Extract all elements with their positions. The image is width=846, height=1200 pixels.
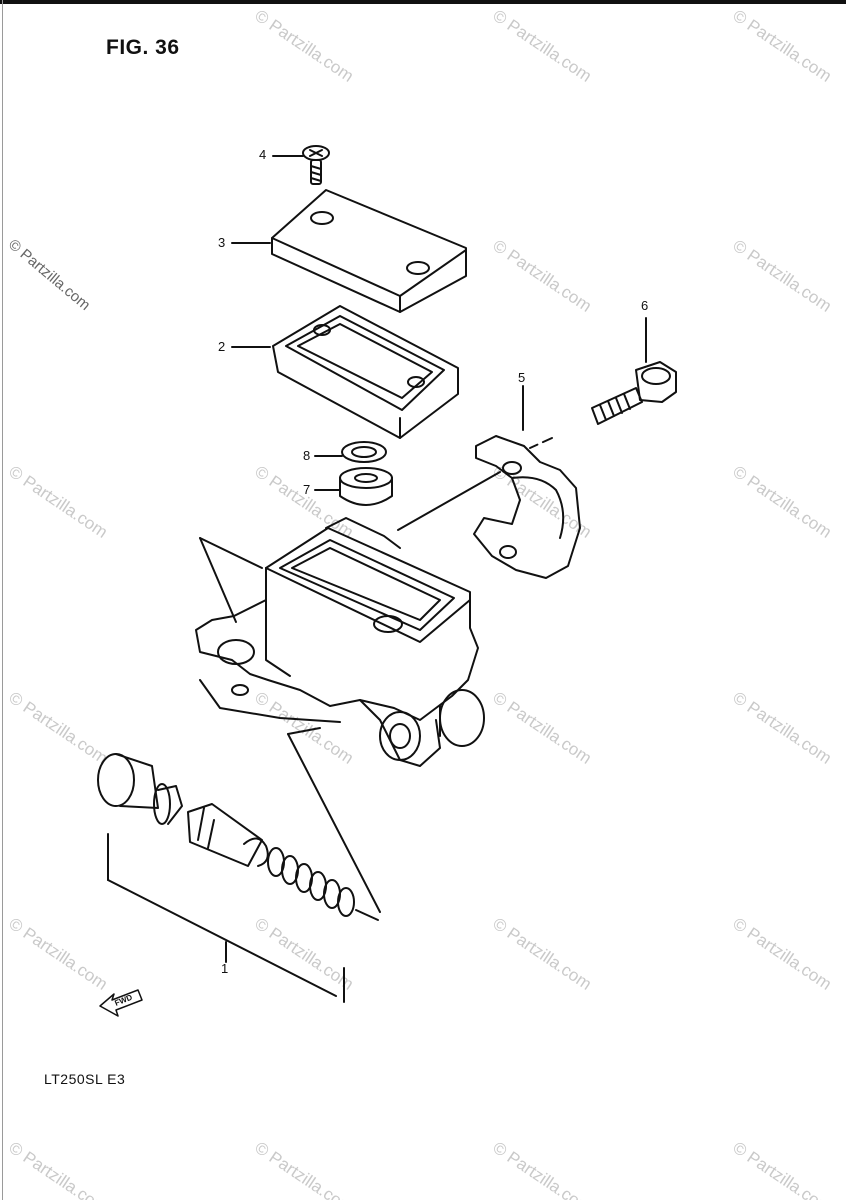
leader-line: [397, 471, 501, 531]
callout-8: 8: [303, 448, 311, 463]
leader-line: [529, 437, 553, 449]
top-border: [0, 0, 846, 4]
grommet-part-7: [339, 467, 393, 506]
left-scan-edge: [2, 0, 3, 1200]
washer-part-8: [341, 441, 387, 463]
clamp-part-5: [473, 435, 581, 579]
callout-4: 4: [259, 147, 267, 162]
piston-spring-part-1: [97, 753, 355, 917]
screw-part-4: [302, 145, 330, 185]
reservoir-cap-part-3: [271, 189, 467, 313]
piston-assembly-guide: [107, 537, 381, 1003]
callout-7: 7: [303, 482, 311, 497]
callout-3: 3: [218, 235, 226, 250]
model-code: LT250SL E3: [44, 1071, 126, 1087]
callout-1: 1: [221, 961, 229, 976]
diaphragm-part-2: [272, 305, 459, 439]
callout-5: 5: [518, 370, 526, 385]
fwd-arrow: [99, 989, 143, 1017]
callout-6: 6: [641, 298, 649, 313]
figure-title: FIG. 36: [106, 36, 180, 59]
callout-2: 2: [218, 339, 226, 354]
master-cylinder-body: [195, 517, 485, 767]
bolt-part-6: [591, 361, 677, 425]
